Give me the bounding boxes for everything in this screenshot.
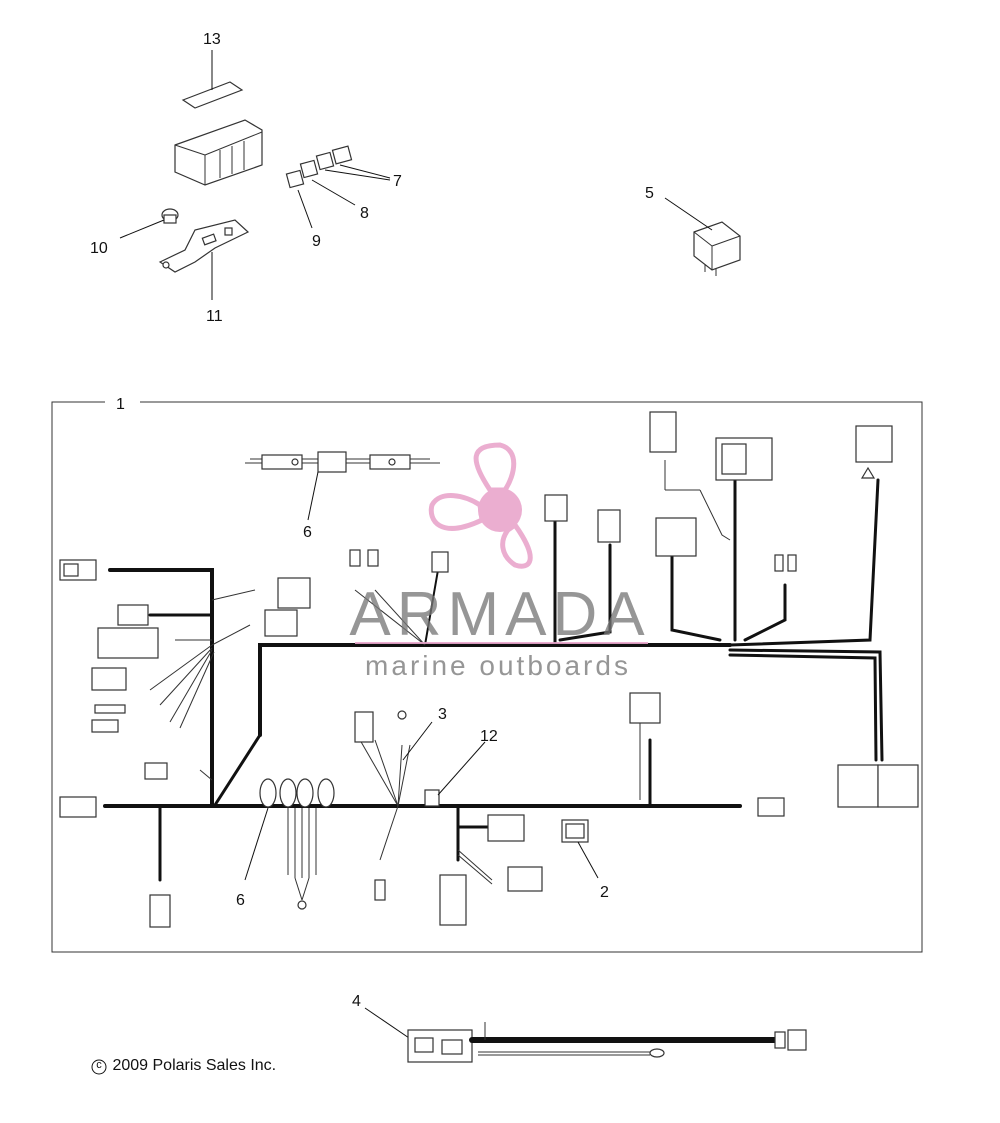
- callout-6-top: 6: [303, 524, 312, 541]
- part-13-label: [181, 50, 244, 109]
- copyright-text: 2009 Polaris Sales Inc.: [112, 1057, 277, 1074]
- part-5-relay: [664, 197, 741, 276]
- thin-branch-wires: [149, 460, 731, 885]
- callout-11: 11: [206, 308, 223, 325]
- callout-4: 4: [352, 993, 361, 1010]
- callout-numbers: 13 7 8 9 10 11 5 1 6 3 12 6 2 4: [90, 31, 654, 1010]
- fuse-box-housing: [174, 119, 263, 186]
- callout-5: 5: [645, 185, 654, 202]
- part-6-fuse-holders-lower: [244, 778, 335, 910]
- callout-8: 8: [360, 205, 369, 222]
- callout-10: 10: [90, 240, 108, 257]
- callout-6-bottom: 6: [236, 892, 245, 909]
- callout-9: 9: [312, 233, 321, 250]
- callout-leaders: [364, 721, 599, 1041]
- armada-watermark: ARMADA marine outboards: [349, 442, 650, 681]
- watermark-tagline: marine outboards: [365, 650, 631, 681]
- callout-1: 1: [116, 396, 125, 413]
- part-6-inline-fuse-top: [245, 451, 440, 521]
- propeller-logo: [428, 442, 533, 569]
- harness-frame: [51, 401, 923, 953]
- callout-3: 3: [438, 706, 447, 723]
- part-4-battery-cable: [407, 1022, 807, 1063]
- harness-connectors: [59, 411, 919, 928]
- part-11-bracket: [158, 219, 250, 300]
- callout-12: 12: [480, 728, 498, 745]
- watermark-brand: ARMADA: [349, 580, 650, 649]
- callout-13: 13: [203, 31, 221, 48]
- copyright-symbol: c: [96, 1059, 102, 1071]
- copyright-notice: c 2009 Polaris Sales Inc.: [90, 1057, 276, 1075]
- part-10-grommet: [119, 208, 179, 239]
- callout-2: 2: [600, 884, 609, 901]
- callout-7: 7: [393, 173, 402, 190]
- copyright-circle: [91, 1059, 107, 1075]
- fuses-7-8-9: [285, 145, 391, 229]
- main-wire-trunk: [103, 478, 884, 882]
